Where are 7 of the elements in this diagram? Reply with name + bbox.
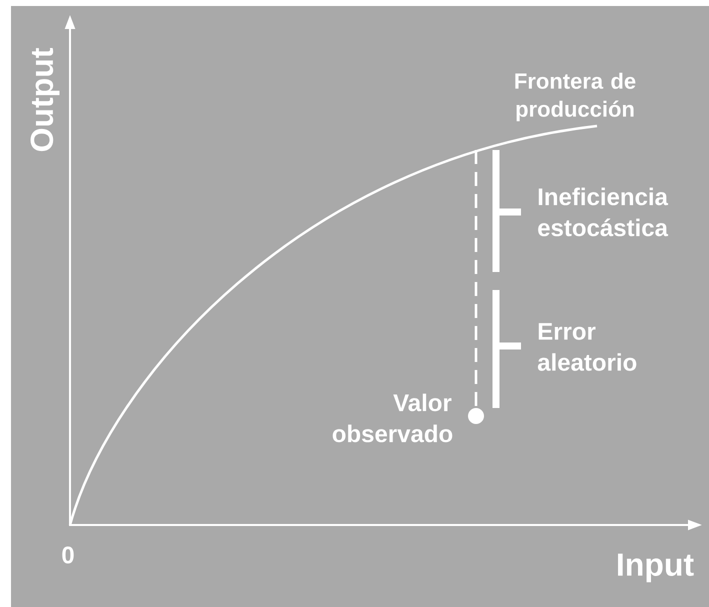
point-label: Valor observado [332, 394, 452, 442]
axis-title: Input [618, 554, 694, 582]
curve-label: Frontera de producción [515, 72, 636, 122]
bracket-label: Error aleatorio [538, 323, 636, 371]
origin-label: 0 [62, 546, 74, 564]
bracket-label: Ineficiencia estocástica [538, 188, 668, 236]
axis-title: Output [30, 48, 60, 152]
